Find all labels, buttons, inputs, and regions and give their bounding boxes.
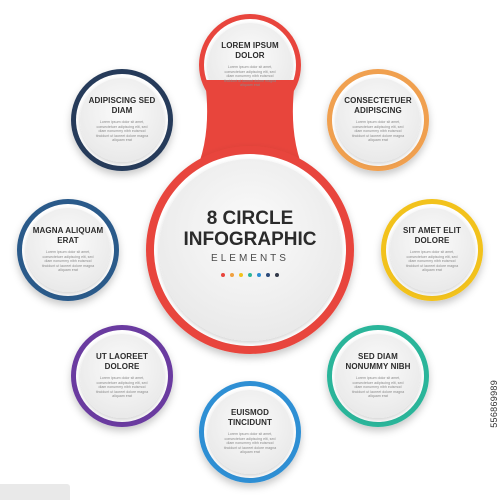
center-dot-row xyxy=(150,273,350,277)
node-body-text: Lorem ipsum dolor sit amet,consectetuer … xyxy=(30,250,106,273)
node-body-line: aliquam erat xyxy=(112,394,132,399)
node-body-line: Lorem ipsum dolor sit amet, xyxy=(227,65,273,69)
center-dot xyxy=(221,273,225,277)
node-body-line: tincidunt ut laoreet dolore magna xyxy=(95,389,149,394)
center-layer xyxy=(146,80,354,354)
center-dot xyxy=(239,273,243,277)
node-body-line: Lorem ipsum dolor sit amet, xyxy=(99,376,145,380)
circle-node xyxy=(327,325,429,427)
node-text-block: SED DIAM NONUMMY NIBH Lorem ipsum dolor s… xyxy=(340,352,416,399)
node-body-text: Lorem ipsum dolor sit amet,consectetuer … xyxy=(212,432,288,455)
node-body-line: tincidunt ut laoreet dolore magna xyxy=(351,389,405,394)
node-body-line: diam nonummy nibh euismod xyxy=(354,129,402,134)
node-title: EUISMOD TINCIDUNT xyxy=(227,408,272,427)
node-body-text: Lorem ipsum dolor sit amet,consectetuer … xyxy=(84,376,160,399)
center-label: 8 CIRCLE INFOGRAPHIC ELEMENTS xyxy=(150,208,350,277)
node-body-line: diam nonummy nibh euismod xyxy=(354,385,402,390)
node-body-text: Lorem ipsum dolor sit amet,consectetuer … xyxy=(340,120,416,143)
node-body-line: consectetuer adipiscing elit, sed xyxy=(42,254,94,259)
node-face xyxy=(80,334,164,418)
center-title: 8 CIRCLE INFOGRAPHIC xyxy=(150,208,350,250)
node-body-line: tincidunt ut laoreet dolore magna xyxy=(351,133,405,138)
center-dot xyxy=(257,273,261,277)
stock-id: 556869989 xyxy=(489,380,499,428)
node-face xyxy=(80,78,164,162)
node-text-block: SIT AMET ELIT DOLORE Lorem ipsum dolor si… xyxy=(394,226,470,273)
node-text-block: LOREM IPSUM DOLOR Lorem ipsum dolor sit a… xyxy=(212,41,288,88)
node-text-block: ADIPISCING SED DIAM Lorem ipsum dolor sit… xyxy=(84,96,160,143)
circle-node xyxy=(381,199,483,301)
node-body-line: diam nonummy nibh euismod xyxy=(408,259,456,264)
node-text-block: UT LAOREET DOLORE Lorem ipsum dolor sit a… xyxy=(84,352,160,399)
node-body-text: Lorem ipsum dolor sit amet,consectetuer … xyxy=(340,376,416,399)
node-body-line: diam nonummy nibh euismod xyxy=(226,74,274,79)
node-body-line: consectetuer adipiscing elit, sed xyxy=(96,124,148,129)
node-body-line: consectetuer adipiscing elit, sed xyxy=(224,436,276,441)
node-body-line: Lorem ipsum dolor sit amet, xyxy=(99,120,145,124)
node-body-line: tincidunt ut laoreet dolore magna xyxy=(223,445,277,450)
center-dot xyxy=(248,273,252,277)
circle-node xyxy=(17,199,119,301)
node-layer xyxy=(17,14,483,483)
stock-badge xyxy=(0,484,70,500)
node-body-text: Lorem ipsum dolor sit amet,consectetuer … xyxy=(212,65,288,88)
circle-node xyxy=(71,325,173,427)
node-body-line: Lorem ipsum dolor sit amet, xyxy=(409,250,455,254)
node-body-line: consectetuer adipiscing elit, sed xyxy=(352,124,404,129)
node-face xyxy=(390,208,474,292)
node-title: CONSECTETUER ADIPISCING xyxy=(344,96,412,115)
node-face xyxy=(26,208,110,292)
center-title-line1: 8 CIRCLE xyxy=(206,208,294,229)
node-body-line: aliquam erat xyxy=(58,268,78,273)
node-body-line: Lorem ipsum dolor sit amet, xyxy=(355,120,401,124)
node-title: SED DIAM NONUMMY NIBH xyxy=(345,352,411,371)
node-body-line: diam nonummy nibh euismod xyxy=(226,441,274,446)
node-title: LOREM IPSUM DOLOR xyxy=(221,41,279,60)
node-text-block: EUISMOD TINCIDUNT Lorem ipsum dolor sit a… xyxy=(212,408,288,455)
node-body-line: aliquam erat xyxy=(112,138,132,143)
node-body-line: aliquam erat xyxy=(240,83,260,88)
node-body-line: aliquam erat xyxy=(368,138,388,143)
node-body-text: Lorem ipsum dolor sit amet,consectetuer … xyxy=(84,120,160,143)
center-face xyxy=(159,159,341,341)
node-face xyxy=(208,390,292,474)
node-body-line: tincidunt ut laoreet dolore magna xyxy=(41,263,95,268)
center-subtitle: ELEMENTS xyxy=(211,253,289,264)
node-body-line: aliquam erat xyxy=(422,268,442,273)
center-dot xyxy=(275,273,279,277)
node-title: UT LAOREET DOLORE xyxy=(95,352,149,371)
node-body-line: diam nonummy nibh euismod xyxy=(98,129,146,134)
node-title: MAGNA ALIQUAM ERAT xyxy=(32,226,104,245)
node-face xyxy=(336,334,420,418)
node-body-line: consectetuer adipiscing elit, sed xyxy=(96,380,148,385)
node-title: ADIPISCING SED DIAM xyxy=(88,96,156,115)
node-face xyxy=(336,78,420,162)
node-body-line: Lorem ipsum dolor sit amet, xyxy=(355,376,401,380)
center-dot xyxy=(230,273,234,277)
node-body-line: tincidunt ut laoreet dolore magna xyxy=(405,263,459,268)
node-body-line: Lorem ipsum dolor sit amet, xyxy=(45,250,91,254)
node-body-line: consectetuer adipiscing elit, sed xyxy=(406,254,458,259)
node-body-line: diam nonummy nibh euismod xyxy=(44,259,92,264)
node-body-line: tincidunt ut laoreet dolore magna xyxy=(95,133,149,138)
node-text-block: CONSECTETUER ADIPISCING Lorem ipsum dolor… xyxy=(340,96,416,143)
node-body-line: diam nonummy nibh euismod xyxy=(98,385,146,390)
circle-node xyxy=(199,381,301,483)
circle-node xyxy=(327,69,429,171)
node-title: SIT AMET ELIT DOLORE xyxy=(403,226,461,245)
node-body-line: Lorem ipsum dolor sit amet, xyxy=(227,432,273,436)
node-text-block: MAGNA ALIQUAM ERAT Lorem ipsum dolor sit … xyxy=(30,226,106,273)
node-body-line: consectetuer adipiscing elit, sed xyxy=(352,380,404,385)
node-body-line: tincidunt ut laoreet dolore magna xyxy=(223,78,277,83)
node-body-line: consectetuer adipiscing elit, sed xyxy=(224,69,276,74)
circle-node xyxy=(71,69,173,171)
node-body-line: aliquam erat xyxy=(368,394,388,399)
center-title-line2: INFOGRAPHIC xyxy=(183,229,317,250)
node-body-text: Lorem ipsum dolor sit amet,consectetuer … xyxy=(394,250,470,273)
node-body-line: aliquam erat xyxy=(240,450,260,455)
center-dot xyxy=(266,273,270,277)
